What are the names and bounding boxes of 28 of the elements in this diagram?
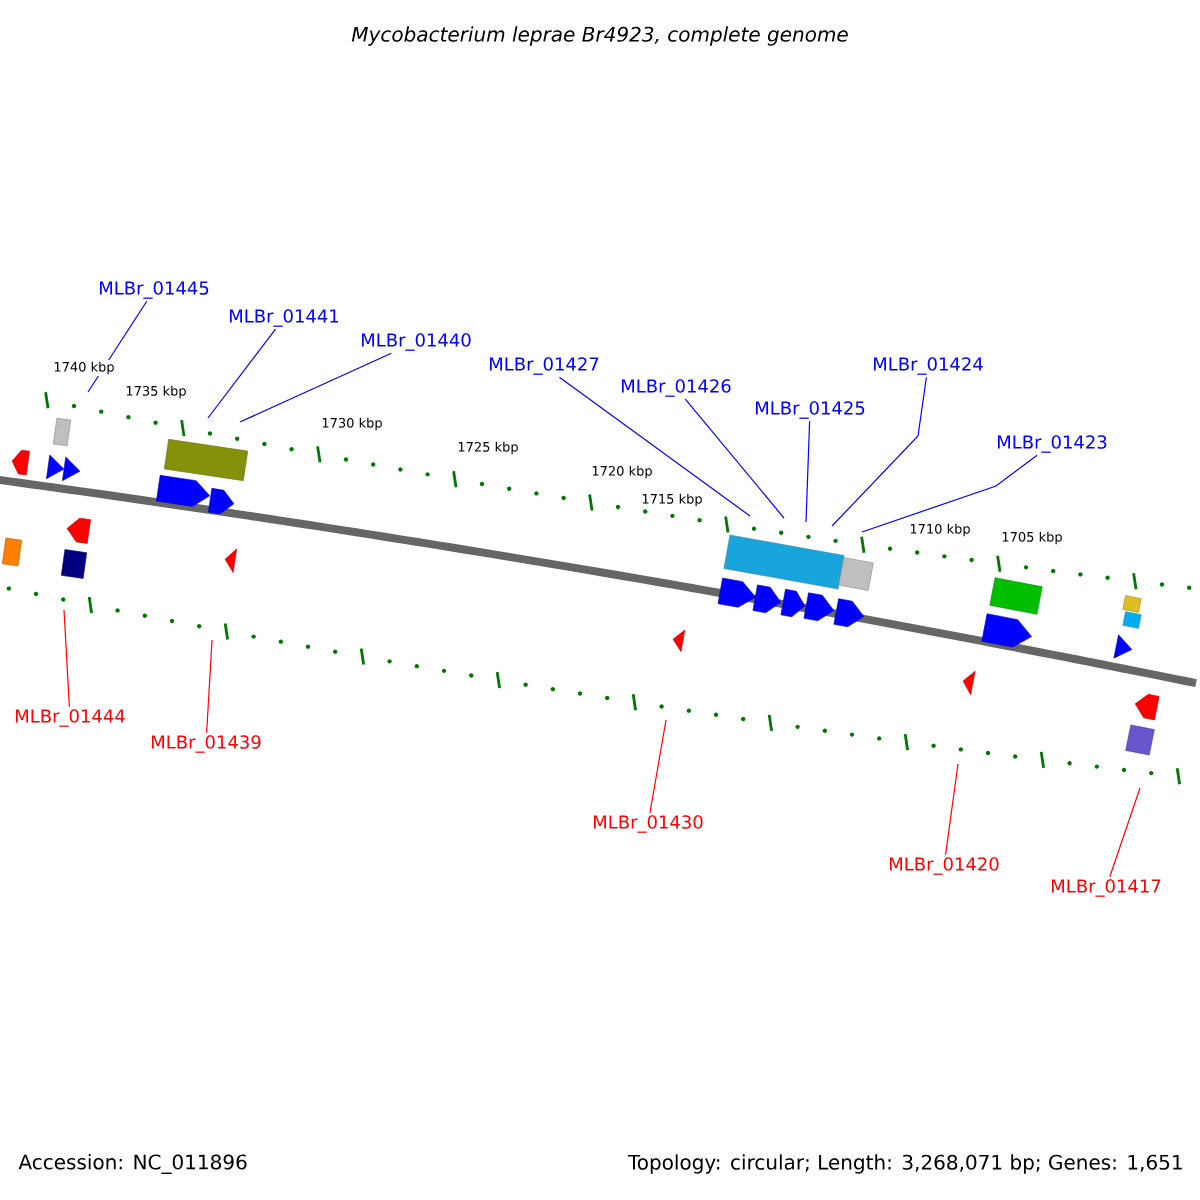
footer-text: Accession: NC_011896	[18, 1154, 247, 1174]
gene-label: MLBr_01441	[229, 309, 339, 327]
gene-label: MLBr_01423	[998, 435, 1107, 453]
gene-label: MLBr_01430	[594, 815, 703, 833]
leader-line	[207, 328, 277, 419]
gene-label: MLBr_01439	[151, 735, 261, 753]
leader-line	[805, 420, 811, 523]
gene-label: MLBr_01426	[622, 379, 731, 397]
leader-line	[831, 376, 927, 527]
gene-label: MLBr_01445	[99, 281, 209, 299]
leader-line	[944, 763, 959, 856]
footer-text: Topology: circular; Length: 3,268,071 bp; Genes: 1,651	[627, 1154, 1182, 1174]
title: Mycobacterium leprae Br4923, complete genome	[351, 26, 848, 46]
leader-line	[63, 609, 70, 708]
leader-line	[1109, 787, 1141, 878]
gene-label: MLBr_01420	[890, 857, 999, 875]
leader-line	[239, 352, 392, 423]
gene-label: MLBr_01440	[362, 333, 471, 351]
leader-line	[861, 454, 1038, 533]
gene-label: MLBr_01427	[490, 357, 599, 375]
gene-label: MLBr_01425	[756, 401, 865, 419]
gene-label: MLBr_01444	[15, 709, 125, 727]
leader-line	[649, 719, 667, 814]
gene-label: MLBr_01417	[1052, 879, 1161, 897]
leader-line	[684, 398, 785, 519]
leader-line	[206, 639, 213, 734]
leader-line	[558, 376, 751, 517]
gene-label: MLBr_01424	[874, 357, 983, 375]
